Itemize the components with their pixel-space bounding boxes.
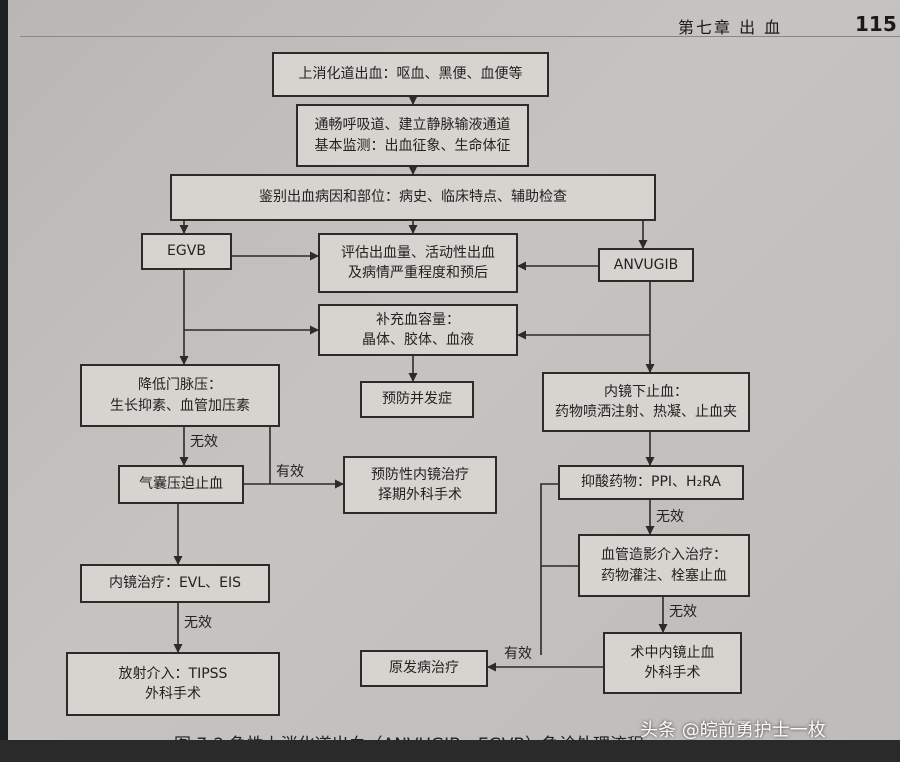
box-reduce-portal-pressure: 降低门脉压： 生长抑素、血管加压素	[80, 364, 280, 427]
box-text: 原发病治疗	[389, 660, 459, 677]
label-ineffective-acid: 无效	[656, 509, 684, 525]
box-prophylactic-endoscopy: 预防性内镜治疗 择期外科手术	[343, 456, 497, 514]
box-text-line: 外科手术	[644, 665, 701, 681]
box-text-line: 放射介入：TIPSS	[118, 665, 228, 682]
box-identify-cause: 鉴别出血病因和部位：病史、临床特点、辅助检查	[170, 174, 656, 221]
box-text: 上消化道出血：呕血、黑便、血便等	[298, 66, 523, 83]
box-prevent-complications: 预防并发症	[360, 381, 474, 418]
box-balloon-tamponade: 气囊压迫止血	[118, 465, 244, 504]
box-airway-monitoring: 通畅呼吸道、建立静脉输液通道 基本监测：出血征象、生命体征	[296, 104, 529, 167]
box-text-line: 晶体、胶体、血液	[362, 332, 474, 348]
label-ineffective-angio: 无效	[669, 604, 697, 620]
label-ineffective-evl: 无效	[184, 615, 212, 631]
label-effective-loop: 有效	[504, 646, 532, 662]
label-effective-portal: 有效	[276, 464, 304, 480]
label-ineffective-portal: 无效	[190, 434, 218, 450]
box-text-line: 降低门脉压：	[138, 377, 222, 394]
box-text: 预防并发症	[382, 391, 452, 408]
box-text-line: 术中内镜止血	[630, 644, 715, 661]
header-rule	[20, 36, 900, 37]
photo-frame-bottom	[0, 740, 900, 762]
box-text: ANVUGIB	[613, 256, 679, 273]
box-primary-disease-treatment: 原发病治疗	[360, 650, 488, 687]
box-text-line: 基本监测：出血征象、生命体征	[314, 137, 511, 154]
box-endoscopic-therapy-evl: 内镜治疗：EVL、EIS	[80, 564, 270, 603]
box-text-line: 补充血容量：	[376, 311, 460, 328]
box-text-line: 药物喷洒注射、热凝、止血夹	[555, 404, 737, 420]
box-text: 气囊压迫止血	[139, 476, 223, 493]
box-text: 内镜治疗：EVL、EIS	[108, 575, 242, 592]
box-upper-gi-bleeding: 上消化道出血：呕血、黑便、血便等	[272, 52, 549, 97]
box-radiological-intervention: 放射介入：TIPSS 外科手术	[66, 652, 280, 716]
box-text-line: 外科手术	[145, 686, 201, 702]
box-text-line: 评估出血量、活动性出血	[341, 244, 495, 261]
box-text-line: 通畅呼吸道、建立静脉输液通道	[314, 117, 511, 134]
photo-frame-left	[0, 0, 8, 762]
box-text-line: 药物灌注、栓塞止血	[601, 567, 727, 584]
box-text-line: 预防性内镜治疗	[371, 466, 469, 483]
watermark: 头条 @皖前勇护士一枚	[640, 720, 826, 741]
box-egvb: EGVB	[141, 233, 232, 270]
box-text-line: 生长抑素、血管加压素	[110, 397, 250, 414]
box-endoscopic-hemostasis: 内镜下止血： 药物喷洒注射、热凝、止血夹	[542, 372, 750, 432]
box-assess-severity: 评估出血量、活动性出血 及病情严重程度和预后	[318, 233, 518, 293]
box-text-line: 血管造影介入治疗：	[601, 547, 727, 564]
box-anvugib: ANVUGIB	[598, 248, 694, 282]
box-fluid-replacement: 补充血容量： 晶体、胶体、血液	[318, 304, 518, 356]
page-number: 115	[855, 12, 897, 36]
box-acid-suppression: 抑酸药物：PPI、H₂RA	[558, 465, 744, 500]
box-text: 抑酸药物：PPI、H₂RA	[581, 474, 721, 491]
box-text: EGVB	[167, 243, 206, 260]
chapter-header: 第七章 出 血	[678, 18, 783, 37]
box-surgery-endoscopy: 术中内镜止血 外科手术	[603, 632, 742, 694]
box-text: 鉴别出血病因和部位：病史、临床特点、辅助检查	[259, 189, 567, 206]
box-angiography: 血管造影介入治疗： 药物灌注、栓塞止血	[578, 534, 750, 597]
box-text-line: 内镜下止血：	[604, 383, 688, 400]
box-text-line: 择期外科手术	[378, 487, 462, 503]
line-acid-loop	[540, 483, 558, 655]
box-text-line: 及病情严重程度和预后	[348, 265, 488, 281]
